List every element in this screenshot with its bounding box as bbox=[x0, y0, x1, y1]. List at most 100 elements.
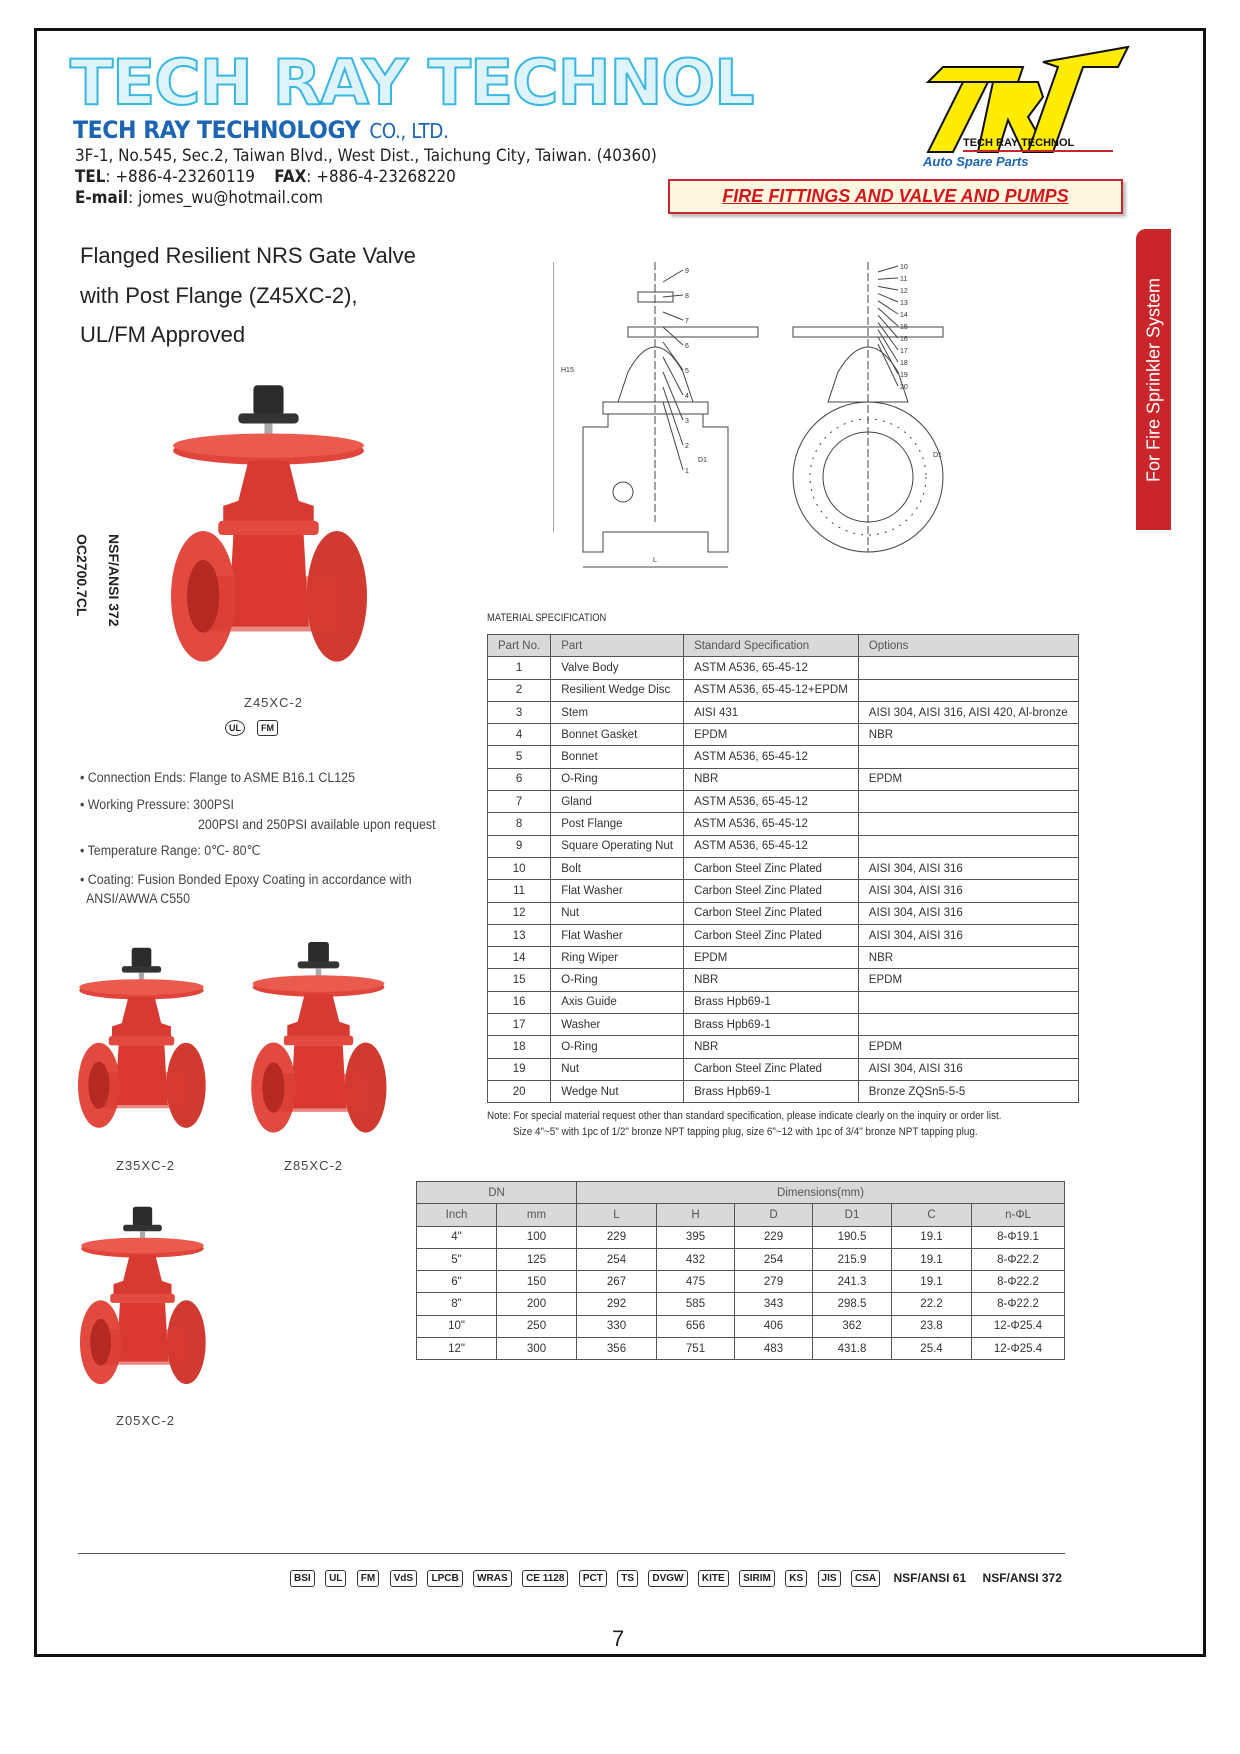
product-title-line-2: with Post Flange (Z45XC-2), bbox=[80, 283, 358, 308]
dimension-column-header: L bbox=[576, 1203, 657, 1227]
table-cell: 17 bbox=[486, 1013, 552, 1037]
valve-photo-z85xc-2 bbox=[246, 942, 391, 1150]
table-cell: EPDM bbox=[857, 968, 1079, 992]
table-cell: Washer bbox=[550, 1013, 685, 1037]
table-cell: 298.5 bbox=[812, 1292, 892, 1316]
table-cell: O-Ring bbox=[550, 767, 685, 792]
callout-number: 12 bbox=[900, 288, 908, 295]
callout-number: 11 bbox=[900, 276, 907, 283]
callout-number: 9 bbox=[685, 268, 689, 275]
table-cell: 20 bbox=[486, 1079, 552, 1104]
table-cell: ASTM A536, 65-45-12 bbox=[683, 812, 859, 836]
callout-leader bbox=[877, 314, 899, 339]
table-cell: 229 bbox=[734, 1225, 813, 1249]
table-cell: 330 bbox=[576, 1314, 657, 1339]
nsf-label-vertical: NSF/ANSI 372 bbox=[106, 534, 122, 627]
table-cell: 8-Φ19.1 bbox=[971, 1225, 1065, 1249]
callout-leader bbox=[877, 277, 899, 280]
table-cell: Bolt bbox=[550, 856, 685, 881]
table-cell: 12 bbox=[486, 901, 552, 925]
table-cell: Brass Hpb69-1 bbox=[683, 990, 859, 1015]
table-cell: AISI 304, AISI 316 bbox=[857, 901, 1079, 925]
table-cell: Nut bbox=[550, 901, 685, 925]
section-side-tab: For Fire Sprinkler System bbox=[1136, 229, 1171, 530]
end-view-drawing bbox=[792, 262, 944, 553]
spec-working-pressure: • Working Pressure: 300PSI bbox=[80, 797, 234, 812]
callout-number: 4 bbox=[685, 393, 689, 400]
dn-group-header: DN bbox=[416, 1180, 577, 1205]
callout-number: 5 bbox=[685, 368, 689, 375]
table-cell: 751 bbox=[656, 1337, 735, 1361]
callout-leader bbox=[662, 386, 684, 446]
table-cell: 4 bbox=[486, 723, 552, 747]
callout-leader bbox=[662, 326, 684, 346]
table-cell: 14 bbox=[486, 946, 552, 970]
material-column-header: Options bbox=[857, 633, 1079, 658]
table-cell: 6 bbox=[486, 767, 552, 792]
callout-leader bbox=[877, 336, 899, 375]
table-cell: 2 bbox=[486, 678, 552, 702]
callout-number: 14 bbox=[900, 312, 908, 319]
table-cell: 356 bbox=[576, 1337, 657, 1361]
approval-marks: UL FM bbox=[225, 720, 278, 736]
section-view-drawing bbox=[553, 262, 759, 568]
company-address: 3F-1, No.545, Sec.2, Taiwan Blvd., West … bbox=[75, 146, 657, 165]
table-cell: 300 bbox=[496, 1337, 577, 1361]
valve-photo-z45xc-2 bbox=[168, 385, 369, 687]
table-cell bbox=[857, 745, 1079, 769]
table-cell: 19 bbox=[486, 1057, 552, 1081]
model-caption-z45xc-2: Z45XC-2 bbox=[244, 695, 304, 710]
table-cell: 8" bbox=[416, 1292, 497, 1316]
company-email: E-mail: jomes_wu@hotmail.com bbox=[75, 188, 324, 207]
table-cell: EPDM bbox=[857, 767, 1079, 792]
table-cell: 6" bbox=[416, 1270, 497, 1294]
spec-coating-standard: ANSI/AWWA C550 bbox=[86, 891, 190, 906]
table-cell: ASTM A536, 65-45-12 bbox=[683, 790, 859, 814]
callout-number: 13 bbox=[900, 300, 908, 307]
callout-leader bbox=[877, 329, 899, 363]
page-border bbox=[34, 28, 1206, 1657]
valve-photo-z35xc-2 bbox=[76, 942, 207, 1150]
table-cell: Wedge Nut bbox=[550, 1079, 685, 1104]
cert-logo: BSI bbox=[290, 1569, 315, 1587]
callout-leader bbox=[877, 285, 899, 291]
cert-logo: KITE bbox=[697, 1569, 729, 1587]
table-cell: Flat Washer bbox=[550, 879, 685, 903]
table-cell: 10" bbox=[416, 1314, 497, 1339]
table-cell: ASTM A536, 65-45-12 bbox=[683, 656, 859, 680]
dimension-column-header: n-ΦL bbox=[971, 1203, 1065, 1227]
ul-listed-mark: UL bbox=[225, 720, 245, 736]
callout-leader bbox=[877, 343, 899, 387]
callout-number: 3 bbox=[685, 418, 689, 425]
model-caption-z35xc-2: Z35XC-2 bbox=[116, 1158, 176, 1173]
dimension-column-header: Inch bbox=[416, 1203, 497, 1227]
table-cell: Ring Wiper bbox=[550, 946, 685, 970]
callout-number: 17 bbox=[900, 348, 908, 355]
table-cell: 483 bbox=[734, 1337, 813, 1361]
callout-number: 7 bbox=[685, 318, 689, 325]
table-cell: Carbon Steel Zinc Plated bbox=[683, 1057, 859, 1081]
table-cell: 190.5 bbox=[812, 1225, 892, 1249]
dimension-column-header: D1 bbox=[812, 1203, 892, 1227]
svg-text:Auto Spare Parts: Auto Spare Parts bbox=[922, 154, 1028, 169]
table-cell: 4" bbox=[416, 1225, 497, 1249]
valve-photo-z05xc-2 bbox=[78, 1199, 207, 1408]
callout-leader bbox=[877, 300, 899, 315]
cert-logo: LPCB bbox=[427, 1569, 463, 1587]
table-cell: Post Flange bbox=[550, 812, 685, 836]
dimensions-group-header: Dimensions(mm) bbox=[576, 1180, 1065, 1205]
table-cell: 19.1 bbox=[891, 1225, 972, 1249]
table-cell: 343 bbox=[734, 1292, 813, 1316]
dimension-label: D1 bbox=[698, 457, 707, 464]
dimension-column-header: C bbox=[891, 1203, 972, 1227]
table-cell: Bonnet bbox=[550, 745, 685, 769]
